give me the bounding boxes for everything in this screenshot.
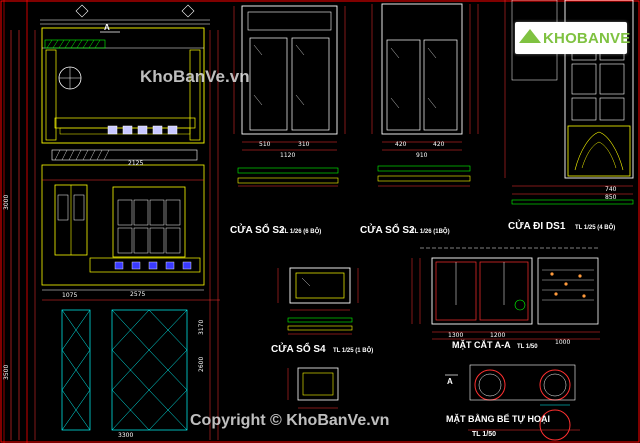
section-marker-label: A xyxy=(104,23,110,32)
dim-s2-1-width-a: 420 xyxy=(395,141,407,148)
watermark-top: KhoBanVe.vn xyxy=(140,67,250,86)
dim-s2-width-a: 510 xyxy=(259,141,271,148)
caption-s4-scale: TL 1/25 (1 BỘ) xyxy=(333,346,373,354)
caption-tank-scale: TL 1/50 xyxy=(472,431,496,438)
caption-ds1-main: CỬA ĐI DS1 xyxy=(508,219,566,232)
house-icon xyxy=(519,29,541,43)
window-s4-drawing xyxy=(277,267,359,335)
door-ds1-drawing xyxy=(504,0,634,205)
dim-tank-width-b: 1200 xyxy=(490,332,505,339)
dim-front-height-2: 2600 xyxy=(198,357,205,372)
dim-s2-width-total: 1120 xyxy=(280,152,295,159)
dim-front-width-bottom: 3300 xyxy=(118,432,133,439)
dim-front-width-top: 2125 xyxy=(128,160,143,167)
dim-s2-1-width-total: 910 xyxy=(416,152,428,159)
dim-front-height-4: 3500 xyxy=(3,365,10,380)
dim-ds1-width-a: 740 xyxy=(605,186,617,193)
dim-s2-width-b: 310 xyxy=(298,141,310,148)
caption-s2-1-scale: TL 1/26 (1BỘ) xyxy=(411,227,450,235)
caption-ds1-scale: TL 1/25 (4 BỘ) xyxy=(575,223,615,231)
dim-front-width-total: 2575 xyxy=(130,291,145,298)
dim-front-height-3: 3000 xyxy=(3,195,10,210)
dim-tank-width-c: 1000 xyxy=(555,339,570,346)
window-s2-1-drawing xyxy=(371,3,479,187)
septic-tank-plan-drawing: A xyxy=(445,364,580,441)
caption-s2-6-main: CỬA SỔ S2 xyxy=(230,223,285,236)
caption-s2-1-main: CỬA SỔ S2 xyxy=(360,223,415,236)
brand-logo: KHOBANVE xyxy=(515,22,631,54)
caption-s4-main: CỬA SỔ S4 xyxy=(271,342,326,355)
dim-ds1-width-b: 850 xyxy=(605,194,617,201)
small-window-drawing xyxy=(287,367,339,409)
brand-logo-text: KHOBANVE xyxy=(543,29,631,47)
caption-tank-main: MẶT BẰNG BỂ TỰ HOẠI xyxy=(446,413,550,424)
section-a-a-drawing xyxy=(411,247,600,340)
dim-front-height-1: 3170 xyxy=(198,320,205,335)
caption-s2-6-scale: TL 1/26 (6 BỘ) xyxy=(281,227,321,235)
caption-section-scale: TL 1/50 xyxy=(517,344,538,350)
caption-section-main: MẶT CẮT A-A xyxy=(452,340,511,350)
dim-front-side-left: 1075 xyxy=(62,292,77,299)
window-s2-6-drawing xyxy=(233,5,346,187)
plan-section-marker: A xyxy=(447,377,453,386)
dim-tank-width-a: 1300 xyxy=(448,332,463,339)
watermark-copyright: Copyright © KhoBanVe.vn xyxy=(190,412,389,429)
dim-s2-1-width-b: 420 xyxy=(433,141,445,148)
front-elevation: A xyxy=(10,4,220,440)
